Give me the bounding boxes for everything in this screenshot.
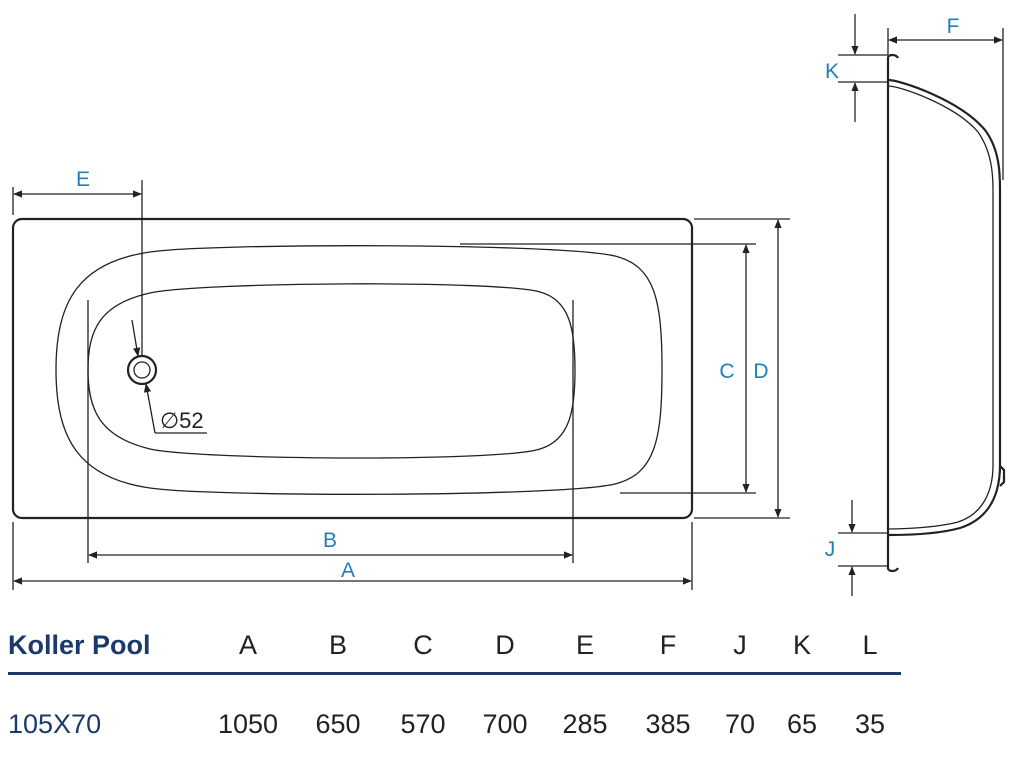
dimension-label-f: F	[947, 15, 960, 38]
tub-outer-rim	[11, 217, 694, 520]
column-header-a: A	[238, 629, 257, 660]
table-divider	[8, 672, 901, 675]
value-c: 570	[400, 708, 446, 739]
dimension-d: D	[694, 218, 790, 519]
dimension-label-b: B	[323, 529, 337, 552]
dimension-label-e: E	[76, 168, 90, 191]
dimension-label-c: C	[719, 360, 734, 383]
dimension-e: E	[12, 168, 143, 356]
column-header-b: B	[328, 629, 347, 660]
value-f: 385	[645, 708, 691, 739]
drain-icon	[126, 354, 158, 386]
dimension-b: B	[87, 300, 574, 563]
tub-side-profile	[887, 78, 1002, 537]
model-name: 105X70	[8, 708, 102, 739]
bathtub-technical-drawing: ∅52 E B A C D	[11, 14, 1006, 596]
column-header-f: F	[659, 629, 677, 660]
value-e: 285	[562, 708, 608, 739]
table-row: 105X70 1050 650 570 700 285 385 70 65 35	[8, 701, 908, 747]
value-d: 700	[482, 708, 528, 739]
value-b: 650	[315, 708, 361, 739]
drain-diameter-label: ∅52	[160, 408, 204, 433]
value-j: 70	[724, 708, 756, 739]
dimension-c: C	[460, 243, 756, 494]
dimension-label-k: K	[825, 60, 839, 83]
table-title: Koller Pool	[8, 629, 151, 660]
value-l: 35	[854, 708, 886, 739]
dimension-label-d: D	[753, 360, 768, 383]
column-header-d: D	[495, 629, 515, 660]
dimension-label-a: A	[341, 559, 355, 582]
tub-side-view	[886, 53, 1006, 573]
dimension-a: A	[12, 522, 693, 590]
column-header-c: C	[413, 629, 433, 660]
dimension-f: F	[887, 15, 1004, 180]
table-header-row: Koller Pool A B C D E F J K L	[8, 622, 908, 668]
dimension-label-j: J	[825, 538, 836, 561]
column-header-l: L	[862, 629, 878, 660]
dimension-k: K	[825, 14, 888, 122]
tub-basin	[87, 283, 576, 459]
column-header-k: K	[792, 629, 811, 660]
column-header-j: J	[733, 629, 747, 660]
value-a: 1050	[217, 708, 279, 739]
dimension-j: J	[825, 500, 888, 596]
column-header-e: E	[575, 629, 594, 660]
tub-inner-rim	[55, 245, 663, 495]
spec-table: Koller Pool A B C D E F J K L 105X70 105…	[8, 622, 908, 747]
value-k: 65	[786, 708, 818, 739]
tub-top-view: ∅52	[11, 217, 694, 520]
